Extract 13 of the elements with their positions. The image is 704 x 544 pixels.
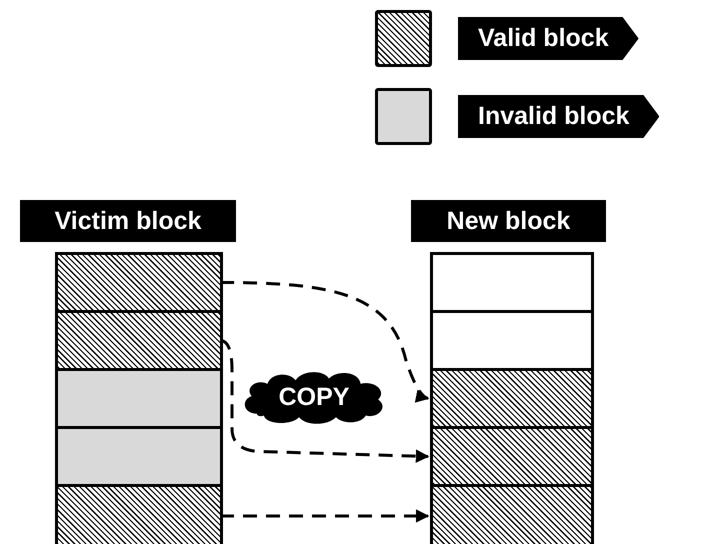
invalid-page [58,429,220,487]
valid-page [433,429,591,487]
valid-page [433,487,591,544]
copy-label: COPY [278,382,350,412]
block-heading: Victim block [20,200,236,242]
legend-label: Valid block [458,17,639,60]
valid-page [58,487,220,544]
valid-page [58,255,220,313]
block-heading: New block [411,200,606,242]
invalid-page [58,371,220,429]
valid-page [58,313,220,371]
valid-page [433,371,591,429]
legend-label: Invalid block [458,95,660,138]
